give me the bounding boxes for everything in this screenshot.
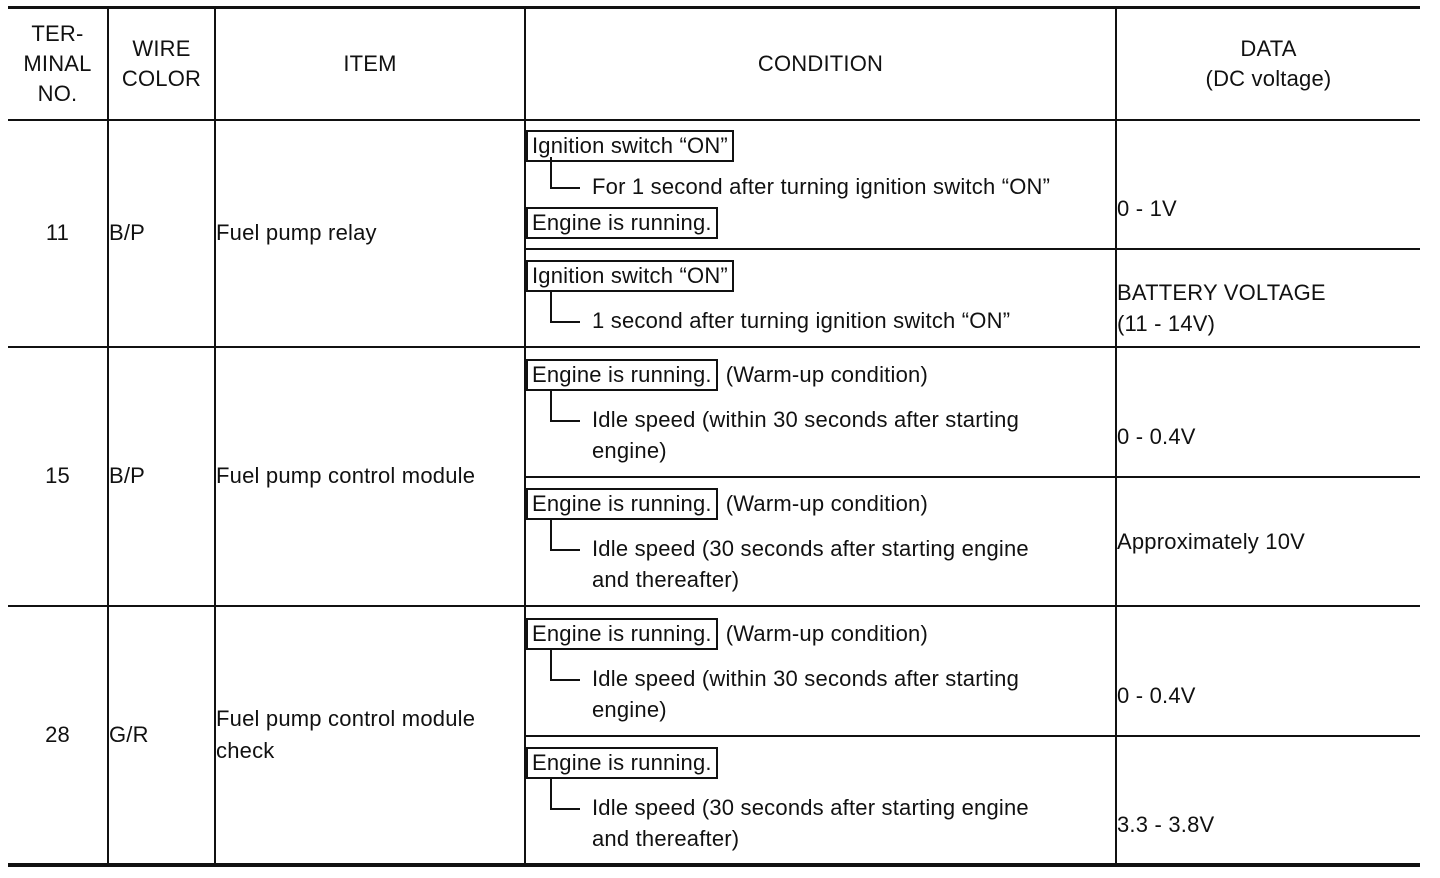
item-cell: Fuel pump control module check — [214, 605, 526, 865]
sub-condition: For 1 second after turning ignition swit… — [526, 156, 1115, 202]
condition-note: (Warm-up condition) — [725, 361, 928, 387]
header-terminal-no: TER- MINAL NO. — [8, 7, 109, 120]
condition-line: Ignition switch “ON” — [526, 259, 1115, 293]
header-data: DATA (DC voltage) — [1115, 7, 1420, 120]
condition-box: Engine is running. — [526, 206, 718, 239]
condition-line: Engine is running. (Warm-up condition) — [526, 358, 1115, 392]
data-cell: BATTERY VOLTAGE (11 - 14V) — [1115, 247, 1420, 347]
connector-line — [550, 519, 580, 551]
condition-line: Engine is running. (Warm-up condition) — [526, 487, 1115, 521]
condition-cell: Engine is running. (Warm-up condition) I… — [524, 346, 1117, 477]
condition-note: (Warm-up condition) — [725, 620, 928, 646]
wire-color-cell: B/P — [107, 346, 216, 606]
condition-box: Engine is running. — [526, 746, 718, 779]
table-row: Engine is running. Idle speed (30 second… — [8, 734, 1420, 865]
wire-color-cell: B/P — [107, 119, 216, 347]
item-cell: Fuel pump relay — [214, 119, 526, 347]
data-cell: 3.3 - 3.8V — [1115, 734, 1420, 865]
table-row: 11 B/P Fuel pump relay Ignition switch “… — [8, 119, 1420, 347]
terminal-cell: 28 — [8, 605, 109, 865]
item-cell: Fuel pump control module — [214, 346, 526, 606]
condition-cell: Ignition switch “ON” For 1 second after … — [524, 119, 1117, 249]
condition-box: Ignition switch “ON” — [526, 260, 734, 292]
connector-line — [550, 389, 580, 422]
terminal-cell: 11 — [8, 119, 109, 347]
header-wire-color: WIRE COLOR — [107, 7, 216, 120]
condition-line: Ignition switch “ON” — [526, 129, 1115, 163]
condition-line: Engine is running. (Warm-up condition) — [526, 617, 1115, 651]
header-item: ITEM — [214, 7, 526, 120]
condition-box: Ignition switch “ON” — [526, 129, 734, 162]
sub-condition: Idle speed (within 30 seconds after star… — [526, 648, 1062, 725]
condition-cell: Engine is running. (Warm-up condition) I… — [524, 475, 1117, 606]
table-row: Engine is running. (Warm-up condition) I… — [8, 475, 1420, 606]
header-condition: CONDITION — [524, 7, 1117, 120]
condition-line: Engine is running. — [526, 206, 1115, 240]
table-row: 28 G/R Fuel pump control module check En… — [8, 605, 1420, 865]
condition-cell: Ignition switch “ON” 1 second after turn… — [524, 247, 1117, 347]
data-cell: 0 - 0.4V — [1115, 346, 1420, 477]
data-cell: 0 - 0.4V — [1115, 605, 1420, 736]
condition-line: Engine is running. — [526, 746, 1115, 780]
table-row: Ignition switch “ON” 1 second after turn… — [8, 247, 1420, 347]
sub-condition: Idle speed (30 seconds after starting en… — [526, 777, 1062, 854]
condition-cell: Engine is running. Idle speed (30 second… — [524, 734, 1117, 865]
terminal-data-table: TER- MINAL NO. WIRE COLOR ITEM CONDITION… — [8, 6, 1420, 867]
wire-color-cell: G/R — [107, 605, 216, 865]
data-cell: Approximately 10V — [1115, 475, 1420, 606]
connector-line — [550, 777, 580, 810]
sub-condition: 1 second after turning ignition switch “… — [526, 291, 1115, 336]
data-cell: 0 - 1V — [1115, 119, 1420, 249]
table-header-row: TER- MINAL NO. WIRE COLOR ITEM CONDITION… — [8, 7, 1420, 120]
condition-note: (Warm-up condition) — [725, 491, 928, 516]
condition-cell: Engine is running. (Warm-up condition) I… — [524, 605, 1117, 736]
connector-line — [550, 648, 580, 681]
table-row: 15 B/P Fuel pump control module Engine i… — [8, 346, 1420, 606]
condition-box: Engine is running. — [526, 488, 718, 520]
sub-condition: Idle speed (within 30 seconds after star… — [526, 389, 1062, 466]
condition-box: Engine is running. — [526, 358, 718, 391]
sub-condition: Idle speed (30 seconds after starting en… — [526, 519, 1062, 595]
connector-line — [550, 156, 580, 189]
condition-box: Engine is running. — [526, 617, 718, 650]
terminal-cell: 15 — [8, 346, 109, 606]
connector-line — [550, 291, 580, 323]
